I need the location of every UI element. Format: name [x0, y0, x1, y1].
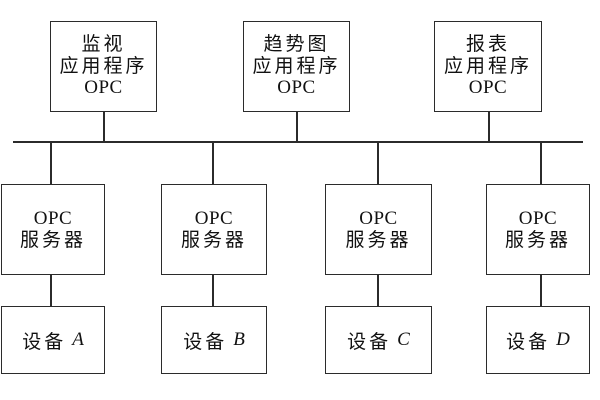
server-box-2: OPC 服务器 — [161, 184, 267, 275]
device-box-d-label: 设备 — [506, 331, 551, 353]
bus-line — [13, 141, 583, 143]
connector-server4-device-d — [540, 275, 542, 306]
connector-bus-server1 — [50, 142, 52, 184]
app-box-report: 报表 应用程序 OPC — [434, 21, 542, 112]
connector-app2-bus — [296, 112, 298, 142]
device-box-c-letter: C — [397, 329, 410, 350]
app-box-trend-line3: OPC — [277, 77, 316, 99]
app-box-report-line1: 报表 — [465, 34, 510, 56]
device-box-c-label: 设备 — [347, 331, 392, 353]
app-box-report-line2: 应用程序 — [443, 55, 532, 77]
device-box-a-letter: A — [72, 329, 84, 350]
device-box-a-label: 设备 — [22, 331, 67, 353]
connector-server3-device-c — [377, 275, 379, 306]
server-box-4-line1: OPC — [518, 208, 558, 229]
connector-app1-bus — [103, 112, 105, 142]
app-box-monitor-line1: 监视 — [81, 34, 126, 56]
server-box-3-line2: 服务器 — [345, 229, 412, 251]
server-box-1-line2: 服务器 — [19, 229, 86, 251]
connector-server1-device-a — [50, 275, 52, 306]
app-box-monitor: 监视 应用程序 OPC — [50, 21, 157, 112]
device-box-b-label: 设备 — [183, 331, 228, 353]
device-box-d-letter: D — [556, 329, 570, 350]
connector-app3-bus — [488, 112, 490, 142]
server-box-4: OPC 服务器 — [486, 184, 590, 275]
device-box-b-letter: B — [233, 329, 245, 350]
app-box-trend: 趋势图 应用程序 OPC — [243, 21, 350, 112]
server-box-4-line2: 服务器 — [504, 229, 571, 251]
app-box-monitor-line3: OPC — [84, 77, 123, 99]
server-box-3: OPC 服务器 — [325, 184, 432, 275]
app-box-trend-line2: 应用程序 — [252, 55, 341, 77]
connector-bus-server4 — [540, 142, 542, 184]
server-box-2-line1: OPC — [194, 208, 234, 229]
server-box-2-line2: 服务器 — [180, 229, 247, 251]
app-box-report-line3: OPC — [468, 77, 508, 99]
server-box-1: OPC 服务器 — [1, 184, 105, 275]
app-box-trend-line1: 趋势图 — [263, 34, 330, 56]
connector-server2-device-b — [212, 275, 214, 306]
server-box-3-line1: OPC — [359, 208, 398, 229]
connector-bus-server3 — [377, 142, 379, 184]
server-box-1-line1: OPC — [33, 208, 73, 229]
connector-bus-server2 — [212, 142, 214, 184]
app-box-monitor-line2: 应用程序 — [59, 55, 148, 77]
